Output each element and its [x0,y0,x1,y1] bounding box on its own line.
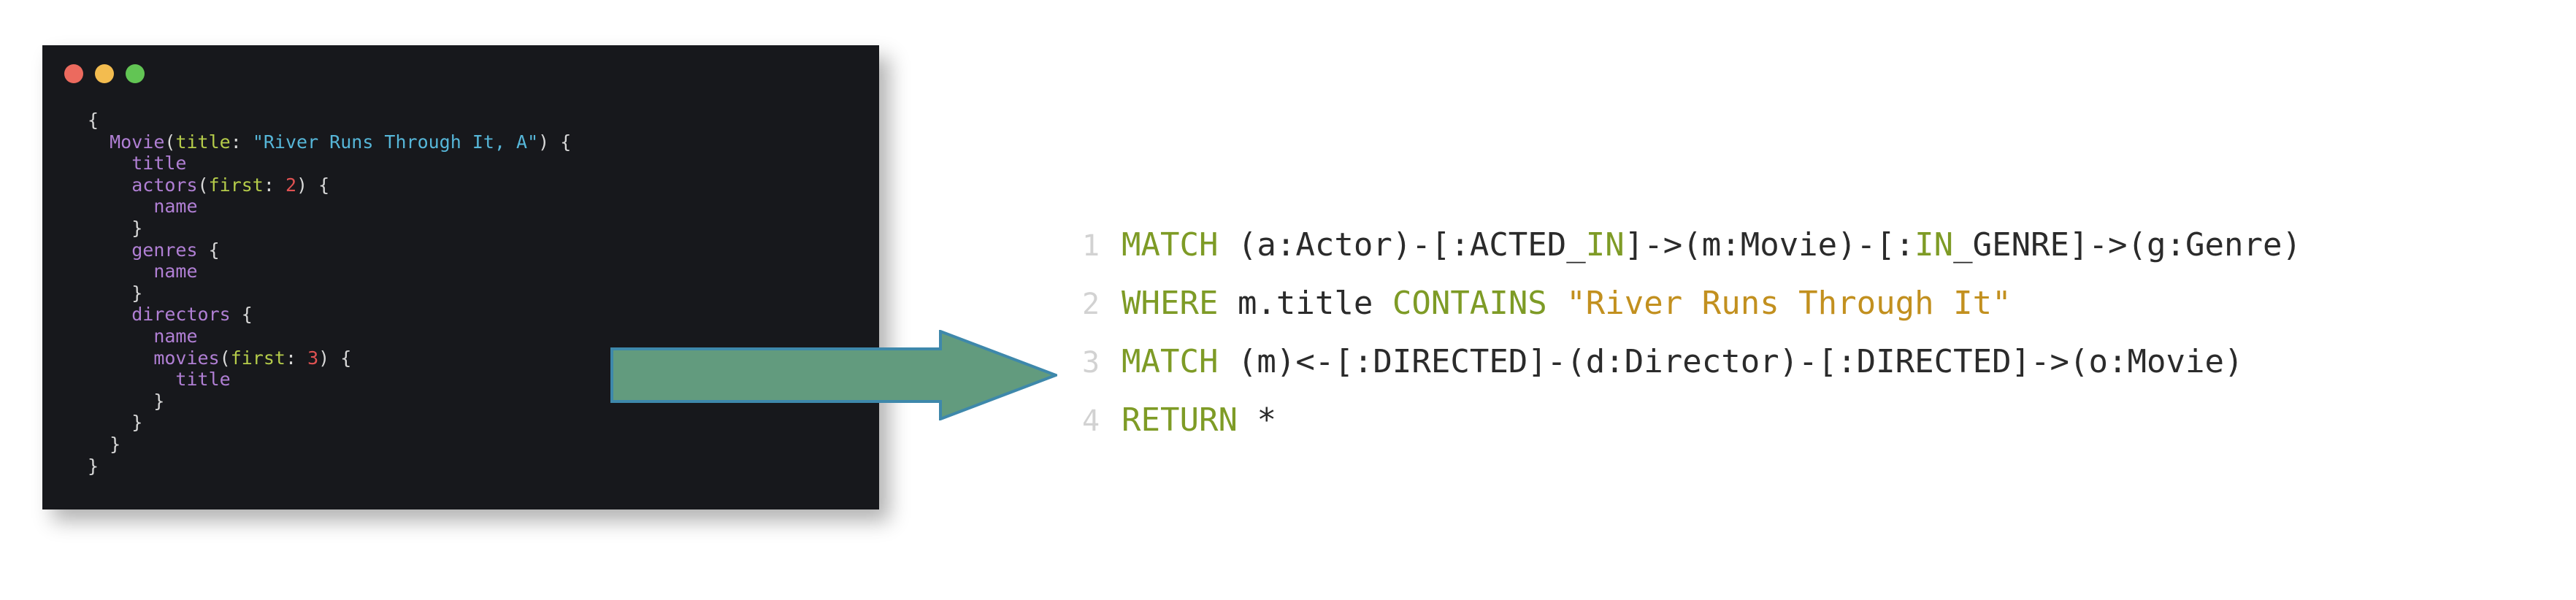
gql-token-punc: ( [197,174,209,196]
cypher-token-kw: IN [1585,226,1625,264]
gql-token-str: "River Runs Through It, A" [252,131,539,153]
cypher-token-kw: IN [1914,226,1954,264]
cypher-token-str: "River Runs Through It" [1566,285,2012,322]
cypher-token-kw: MATCH [1122,226,1219,264]
gql-token-punc: : [230,131,253,153]
gql-token-field: genres [131,239,198,261]
gql-token-punc [88,261,153,282]
cypher-token-kw: RETURN [1122,401,1238,439]
gql-token-punc: ) { [318,347,352,369]
gql-token-num: 2 [285,174,297,196]
gql-token-punc [88,369,175,390]
gql-token-punc: } [88,390,165,412]
cypher-token-kw: MATCH [1122,343,1219,380]
gql-token-field: name [153,261,198,282]
gql-token-punc: ) { [538,131,572,153]
cypher-token-text [1547,285,1567,322]
close-button[interactable] [64,64,83,83]
gql-token-arg: title [175,131,231,153]
gql-token-punc: } [88,433,121,455]
cypher-line-number: 2 [1082,288,1100,321]
gql-token-field: movies [153,347,220,369]
gql-token-field: title [175,369,231,391]
right-block-arrow-icon [610,329,1060,421]
gql-token-punc [88,174,131,196]
gql-token-punc [88,196,153,217]
gql-token-num: 3 [307,347,319,369]
cypher-line: 2 WHERE m.title CONTAINS "River Runs Thro… [1082,274,2301,333]
window-titlebar [42,45,879,102]
gql-token-punc: ( [219,347,231,369]
gql-token-field: Movie [110,131,165,153]
gql-token-punc: } [88,412,143,434]
cypher-token-text: (m)<-[:DIRECTED]-(d:Director)-[:DIRECTED… [1218,343,2244,380]
cypher-token-kw: CONTAINS [1392,285,1547,322]
cypher-token-kw: WHERE [1122,285,1219,322]
zoom-button[interactable] [126,64,145,83]
cypher-line: 4 RETURN * [1082,391,2301,450]
graphql-code-window: { Movie(title: "River Runs Through It, A… [42,45,879,509]
gql-token-arg: first [230,347,285,369]
gql-token-punc: } [88,217,143,239]
gql-token-field: name [153,325,198,347]
minimize-button[interactable] [95,64,114,83]
cypher-line-number: 3 [1082,346,1100,380]
cypher-line-number: 4 [1082,404,1100,438]
cypher-token-text: _GENRE]->(g:Genre) [1953,226,2301,264]
gql-token-punc: } [88,282,143,304]
gql-token-punc [88,153,131,174]
cypher-token-text: (a:Actor)-[:ACTED_ [1218,226,1586,264]
gql-token-punc: : [285,347,308,369]
gql-token-field: title [131,153,187,174]
gql-token-field: actors [131,174,198,196]
right-block-arrow [610,329,1060,421]
gql-token-punc: ) { [296,174,330,196]
cypher-token-text: ]->(m:Movie)-[: [1624,226,1915,264]
cypher-token-text: * [1237,401,1276,439]
cypher-token-text: m.title [1218,285,1392,322]
gql-token-punc [88,304,131,325]
gql-token-field: directors [131,304,231,326]
cypher-line: 3 MATCH (m)<-[:DIRECTED]-(d:Director)-[:D… [1082,333,2301,391]
gql-token-punc: { [230,304,253,326]
gql-token-arg: first [208,174,264,196]
gql-token-punc [88,347,153,369]
graphql-query-code[interactable]: { Movie(title: "River Runs Through It, A… [88,109,571,477]
gql-token-punc: { [197,239,220,261]
gql-token-punc [88,131,110,153]
gql-token-punc: : [263,174,285,196]
cypher-line-number: 1 [1082,229,1100,263]
gql-token-punc: } [88,455,99,477]
gql-token-punc: ( [164,131,176,153]
gql-token-field: name [153,196,198,218]
gql-token-punc: { [88,109,99,131]
gql-token-punc [88,326,153,347]
gql-token-punc [88,239,131,261]
